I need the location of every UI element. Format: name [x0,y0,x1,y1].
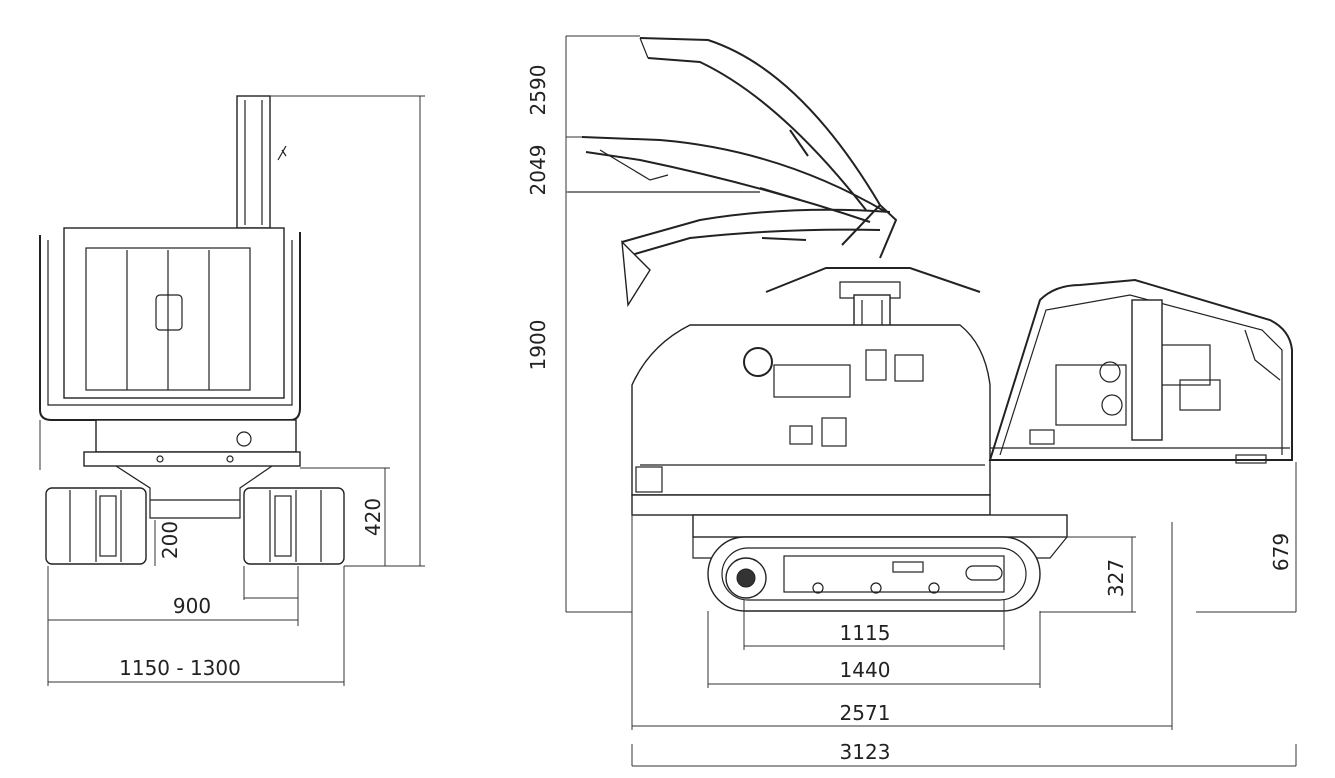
side-boom-high [639,37,881,211]
dim-overall-length: 3123 [840,740,891,764]
front-base [95,419,297,453]
front-right-track [243,487,345,565]
dim-ground-clearance: 200 [158,521,182,559]
dim-track-length-outer: 1440 [840,658,891,682]
side-boom-mid [581,136,887,223]
dim-track-width: 900 [173,594,211,618]
front-blade [83,451,301,467]
side-view: 2590 2049 1900 327 679 1115 1440 2571 31… [526,35,1297,767]
front-cab [63,227,285,399]
dim-track-height: 327 [1104,559,1128,597]
dim-mid-height: 2049 [526,145,550,196]
side-main-body [631,324,991,496]
side-chassis [631,494,991,516]
side-track [707,536,1041,612]
side-swing-bracket [765,267,981,293]
front-mast [236,95,271,229]
dim-body-length: 2571 [840,701,891,725]
side-dimension-lines [565,35,1297,767]
side-blade-frame [692,514,1068,538]
dim-blade-height: 420 [361,498,385,536]
dim-max-height: 2590 [526,65,550,116]
front-dimension-lines [39,95,425,686]
dim-track-length-inner: 1115 [840,621,891,645]
side-boom-low [568,191,891,308]
front-left-track [45,487,147,565]
side-rear-cab [988,278,1293,464]
front-view: 900 1150 - 1300 200 420 [39,95,425,686]
dim-rear-height: 679 [1269,533,1293,571]
dim-low-height: 1900 [526,320,550,371]
dim-track-gauge: 1150 - 1300 [119,656,241,680]
